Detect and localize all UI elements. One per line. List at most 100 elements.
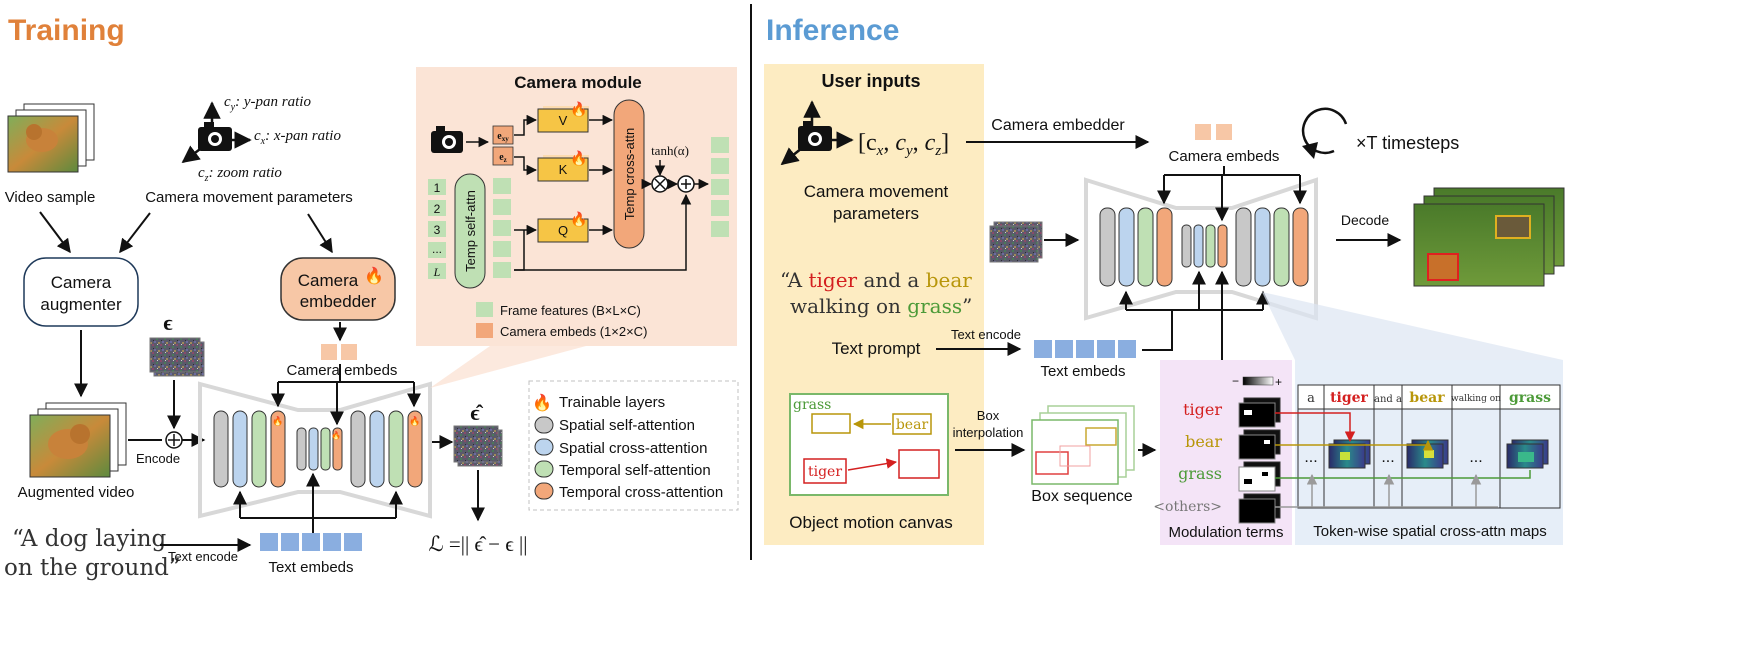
svg-text:...: ...: [432, 242, 442, 256]
predicted-noise-image: [453, 425, 503, 467]
canvas-label: Object motion canvas: [789, 513, 952, 532]
fire-icon: 🔥: [272, 415, 283, 426]
mod-others: <others>: [1153, 499, 1222, 515]
token-maps-label: Token-wise spatial cross-attn maps: [1313, 523, 1546, 540]
token-grass: grass: [1509, 390, 1551, 406]
camera-vector: [cx, cy, cz]: [858, 130, 949, 159]
training-panel: Training Video sample cy: y-pan ratio cx…: [4, 14, 586, 581]
exy-label: exy: [497, 131, 509, 143]
unet-inference: [1084, 166, 1318, 360]
dots: ...: [1381, 449, 1394, 466]
text-prompt-label: Text prompt: [832, 339, 921, 358]
text-embeds-label: Text embeds: [268, 559, 353, 576]
legend-cam-swatch: [476, 323, 493, 338]
video-sample-label: Video sample: [5, 189, 96, 206]
v-label: V: [559, 113, 568, 128]
camera-embedder-box: [280, 257, 396, 321]
temporal-self-block: [251, 410, 267, 488]
canvas-bear-label: bear: [896, 417, 929, 433]
output-video-image: [1413, 187, 1565, 287]
mod-tiger: tiger: [1183, 400, 1222, 419]
augmented-video-image: [29, 402, 127, 478]
training-prompt-line2: on the ground”: [4, 555, 181, 581]
frame-index-list: 1 2 3 ... L: [428, 179, 446, 279]
token-a: a: [1307, 391, 1315, 406]
temp-cross-attn-block: [613, 99, 645, 249]
mod-plus: +: [1275, 375, 1282, 389]
augmenter-line1: Camera: [51, 273, 112, 292]
fire-icon: 🔥: [409, 415, 420, 426]
legend-temporal-cross: Temporal cross-attention: [559, 484, 723, 501]
temp-self-label: Temp self-attn: [463, 190, 478, 272]
k-block: [537, 157, 589, 182]
camera-embedder-label: Camera embedder: [991, 117, 1125, 134]
timesteps-label: ×T timesteps: [1356, 133, 1459, 153]
legend-temporal-self: Temporal self-attention: [559, 462, 711, 479]
embedder-line2: embedder: [300, 292, 377, 311]
fire-icon: 🔥: [331, 430, 341, 440]
temp-self-attn-block: [454, 173, 486, 289]
fire-icon: 🔥: [364, 266, 384, 285]
output-features-column: [711, 137, 729, 237]
legend-frame-label: Frame features (B×L×C): [500, 303, 641, 318]
svg-text:L: L: [433, 265, 441, 279]
legend-cam-label: Camera embeds (1×2×C): [500, 324, 647, 339]
fire-icon: 🔥: [570, 150, 587, 167]
camera-axes-icon: [780, 100, 854, 166]
unet-training: 🔥 🔥 🔥: [198, 364, 432, 545]
mod-bear: bear: [1185, 432, 1222, 451]
v-block: [537, 108, 589, 133]
k-label: K: [559, 162, 568, 177]
inference-title: Inference: [766, 14, 899, 47]
text-embeds-squares: [260, 533, 362, 551]
inference-prompt-line2: walking on grass”: [790, 294, 972, 318]
cam-params-line2: parameters: [833, 204, 919, 223]
legend-spatial-self: Spatial self-attention: [559, 417, 695, 434]
svg-text:2: 2: [434, 202, 441, 216]
cy-label: cy: y-pan ratio: [224, 94, 311, 113]
augmented-video-label: Augmented video: [18, 484, 135, 501]
fire-icon: 🔥: [570, 211, 587, 228]
embedder-line1: Camera: [298, 271, 359, 290]
camera-params-label: Camera movement parameters: [145, 189, 353, 206]
layer-legend: 🔥 Trainable layers Spatial self-attentio…: [528, 380, 739, 511]
q-label: Q: [558, 223, 568, 238]
inf-text-embeds-squares: [1034, 340, 1136, 358]
token-tiger: tiger: [1330, 390, 1368, 406]
camera-embed-square: [1195, 124, 1211, 140]
camera-augmenter-box: [23, 257, 139, 327]
latent-noise-image: [989, 221, 1043, 263]
modulation-terms-label: Modulation terms: [1168, 524, 1283, 541]
svg-text:3: 3: [434, 223, 441, 237]
video-sample-image: [7, 103, 95, 173]
camera-embed-square: [341, 344, 357, 360]
cz-label: cz: zoom ratio: [198, 165, 282, 184]
dots: ...: [1304, 449, 1317, 466]
training-prompt-line1: “A dog laying: [12, 526, 167, 552]
camera-embed-square: [1216, 124, 1232, 140]
temporal-cross-block: [270, 410, 286, 488]
camera-module-title: Camera module: [514, 73, 642, 92]
token-walking-on: walking on: [1451, 394, 1501, 404]
ez-label: ez: [499, 152, 507, 164]
legend-trainable: Trainable layers: [559, 394, 665, 411]
mod-minus: −: [1232, 374, 1239, 388]
inference-panel: Inference User inputs [cx, cy, cz] Camer…: [764, 14, 1565, 545]
frame-features-column: [493, 178, 511, 278]
text-encode-label: Text encode: [168, 549, 238, 564]
canvas-grass-label: grass: [793, 397, 831, 413]
cx-label: cx: x-pan ratio: [254, 128, 341, 147]
inference-prompt-line1: “A tiger and a bear: [780, 268, 972, 292]
box-interp-line1: Box: [977, 408, 1000, 423]
loop-icon: [1301, 107, 1348, 155]
box-interp-line2: interpolation: [953, 425, 1024, 440]
legend-frame-swatch: [476, 302, 493, 317]
inf-text-encode-label: Text encode: [951, 327, 1021, 342]
box-sequence-label: Box sequence: [1031, 488, 1133, 505]
fire-icon: 🔥: [532, 393, 552, 412]
dots: ...: [1469, 449, 1482, 466]
inf-text-embeds-label: Text embeds: [1040, 363, 1125, 380]
spatial-self-block: [213, 410, 229, 488]
training-title: Training: [8, 14, 125, 47]
camera-axes-icon: [181, 101, 252, 164]
